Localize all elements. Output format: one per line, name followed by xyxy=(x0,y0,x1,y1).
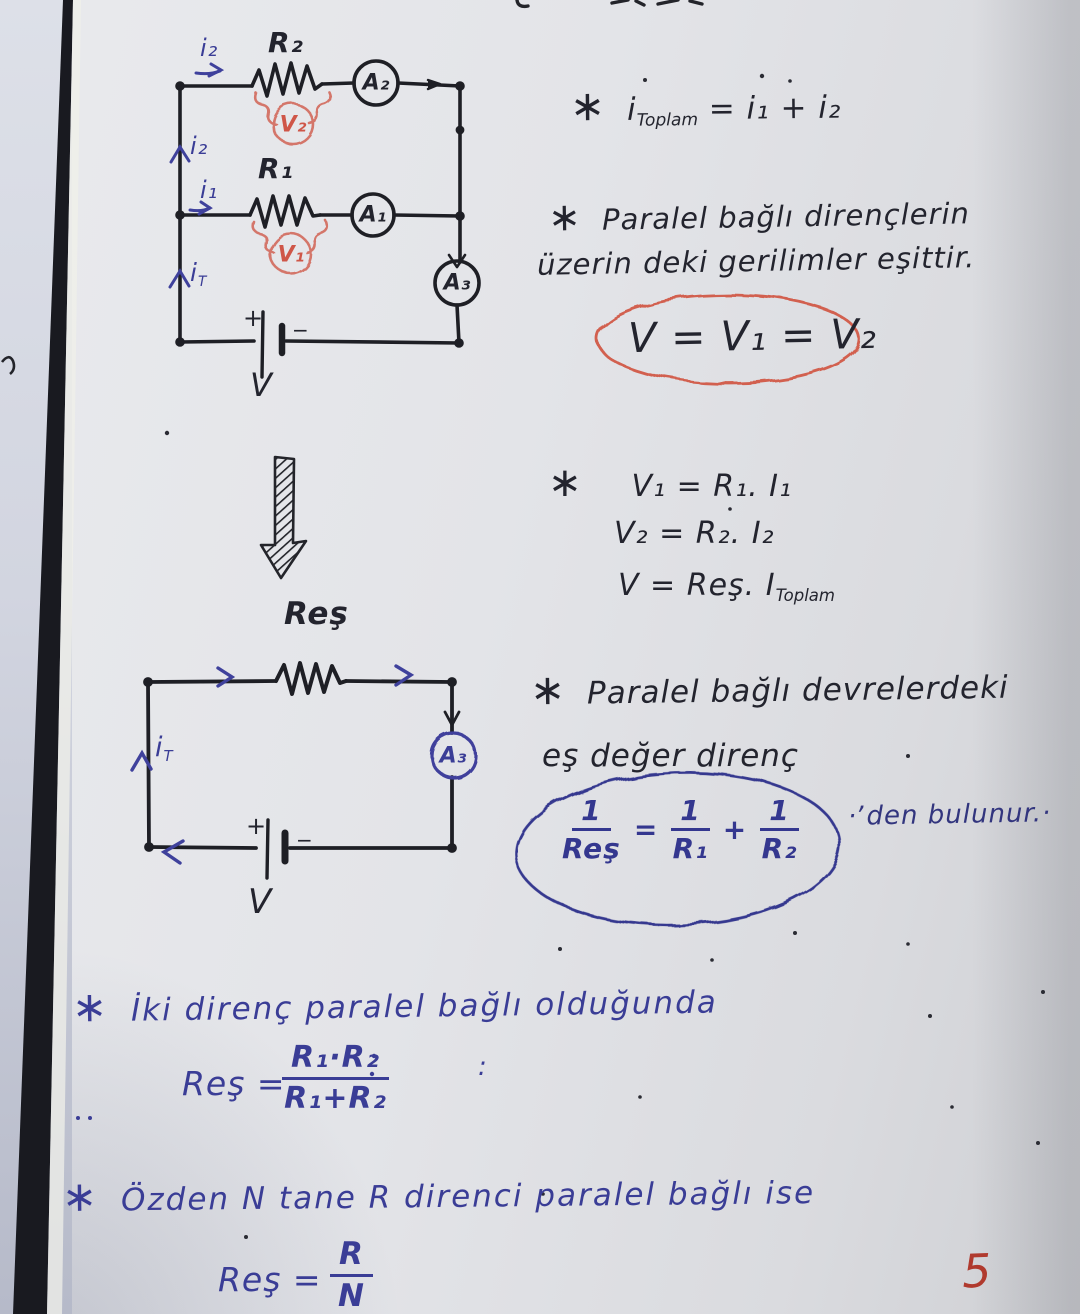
ammeter-a3-label: A₃ xyxy=(443,270,471,296)
note-n-resistors: ∗ Özden N tane R direnci paralel bağlı i… xyxy=(61,1171,816,1221)
resistor-label-r1: R₁ xyxy=(258,152,294,185)
asterisk-bullet: ∗ xyxy=(569,81,607,131)
current-label-i1: i₁ xyxy=(200,176,219,204)
note-equivalent-line1: ∗ Paralel bağlı devrelerdeki xyxy=(529,664,1009,715)
current-label-i2-left: i₂ xyxy=(190,132,209,160)
current-label-i2-top: i₂ xyxy=(200,34,219,62)
note-total-current: ∗ iToplam = i₁ + i₂ xyxy=(569,81,842,131)
equivalent-resistor-label: Reş xyxy=(284,596,349,632)
battery-voltage-label-eq: V xyxy=(248,882,273,922)
battery-plus-sign: + xyxy=(243,304,265,332)
voltmeter-v1-label: V₁ xyxy=(277,242,305,268)
asterisk-bullet: ∗ xyxy=(548,458,583,506)
page-number: 5 xyxy=(961,1243,994,1299)
ammeter-a2-label: A₂ xyxy=(362,70,390,96)
note-equivalent-line2: eş değer direnç xyxy=(542,738,799,774)
asterisk-bullet: ∗ xyxy=(547,195,583,241)
note-ohm-law-v2: V₂ = R₂. I₂ xyxy=(614,516,775,551)
req-over-n-label: Reş = xyxy=(218,1260,322,1299)
note-parallel-voltage-line1: ∗ Paralel bağlı dirençlerin xyxy=(547,195,971,241)
note-ohm-law-v: V = Reş. IToplam xyxy=(618,568,835,605)
battery-voltage-label: V xyxy=(250,366,273,404)
ammeter-a1-label: A₁ xyxy=(359,202,387,228)
battery-plus-sign-eq: + xyxy=(246,812,268,840)
voltmeter-v2-label: V₂ xyxy=(279,112,307,138)
asterisk-bullet: ∗ xyxy=(71,981,110,1032)
asterisk-bullet: ∗ xyxy=(61,1171,100,1221)
voltage-equality-formula: V = V₁ = V₂ xyxy=(627,309,878,363)
battery-minus-sign: − xyxy=(292,318,310,342)
req-product-label: Reş = xyxy=(182,1064,286,1103)
note-two-resistors: ∗ İki direnç paralel bağlı olduğunda xyxy=(71,981,718,1032)
note-found-from: ·ʼden bulunur.· xyxy=(847,798,1052,832)
current-label-it: iT xyxy=(190,258,207,290)
previous-page-edge xyxy=(0,0,72,1314)
asterisk-bullet: ∗ xyxy=(529,664,567,715)
resistor-label-r2: R₂ xyxy=(268,26,304,59)
note-ohm-law-v1: ∗ V₁ = R₁. I₁ xyxy=(548,458,793,506)
ammeter-a3-eq-label: A₃ xyxy=(439,743,467,769)
current-label-it-eq: iT xyxy=(155,732,173,766)
battery-minus-sign-eq: − xyxy=(296,828,314,852)
stray-colon: : xyxy=(478,1052,488,1082)
